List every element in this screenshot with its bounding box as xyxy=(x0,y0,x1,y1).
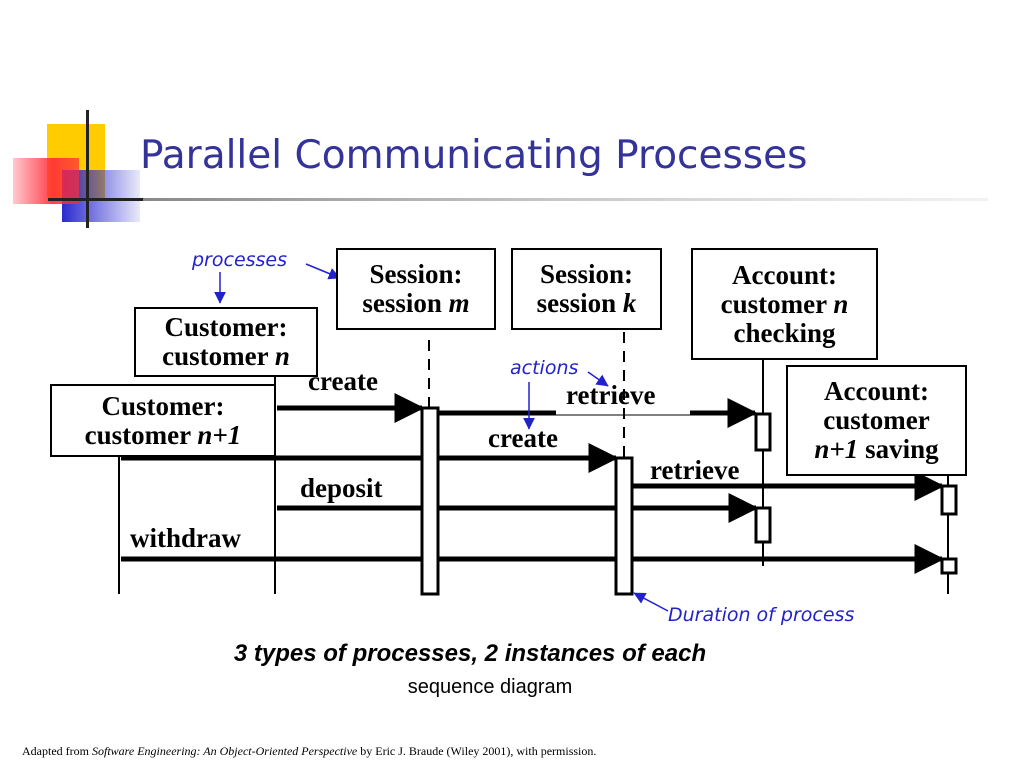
object-detail-label: n+1 saving xyxy=(814,434,939,464)
object-instance-label: customer n xyxy=(720,288,849,319)
activation-account-n1-withdraw xyxy=(940,557,958,575)
caption-sub: sequence diagram xyxy=(407,676,573,698)
message-label-deposit: deposit xyxy=(300,473,383,503)
object-customer-n: Customer: customer n xyxy=(134,307,318,377)
message-label-withdraw: withdraw xyxy=(130,523,242,553)
annotation-actions: actions xyxy=(510,357,579,379)
source-book-title: Software Engineering: An Object-Oriented… xyxy=(91,744,358,758)
activation-account-n-deposit xyxy=(754,506,772,544)
object-account-n1-saving: Account: customer n+1 saving xyxy=(786,365,967,476)
annotation-duration: Duration of process xyxy=(668,604,855,626)
annotation-arrow-duration xyxy=(633,592,669,612)
message-label-create-2: create xyxy=(488,423,558,453)
object-type-label: Customer: xyxy=(101,390,225,421)
slide-decoration xyxy=(13,110,988,228)
object-instance-label: customer n+1 xyxy=(84,419,242,450)
slide-title: Parallel Communicating Processes xyxy=(140,133,808,178)
activation-session-m xyxy=(420,406,440,596)
object-instance-label: session m xyxy=(362,288,470,318)
object-session-m: Session: session m xyxy=(336,248,496,330)
activation-account-n-retrieve xyxy=(754,412,772,452)
deco-title-rule xyxy=(48,198,143,201)
object-type-label: Session: xyxy=(539,259,634,289)
annotation-arrow-processes-right xyxy=(305,263,341,280)
object-customer-n1: Customer: customer n+1 xyxy=(50,384,276,457)
object-account-n-checking: Account: customer n checking xyxy=(691,248,878,360)
annotation-processes: processes xyxy=(192,249,288,271)
activation-session-k xyxy=(614,456,634,596)
object-type-label: Session: xyxy=(369,259,463,289)
object-type-label: Customer: xyxy=(164,312,288,342)
deco-red-square xyxy=(13,158,79,204)
message-label-retrieve-2: retrieve xyxy=(650,455,740,485)
annotation-arrow-actions-right xyxy=(587,371,609,387)
activation-account-n1-retrieve xyxy=(940,484,958,516)
object-instance-label: customer n xyxy=(162,341,290,371)
deco-vertical-rule xyxy=(86,110,89,228)
object-type-label: Account: xyxy=(824,376,929,406)
message-label-create-1: create xyxy=(308,366,378,396)
deco-horizontal-rule xyxy=(48,198,988,201)
source-credit: Adapted from Software Engineering: An Ob… xyxy=(22,744,597,758)
object-detail-label: checking xyxy=(733,317,836,348)
object-session-k: Session: session k xyxy=(511,248,662,330)
object-type-label: Account: xyxy=(732,259,837,290)
object-instance-label: session k xyxy=(536,288,637,318)
message-label-retrieve-1: retrieve xyxy=(566,380,656,410)
object-instance-label: customer xyxy=(823,405,930,435)
caption-main: 3 types of processes, 2 instances of eac… xyxy=(233,640,707,667)
